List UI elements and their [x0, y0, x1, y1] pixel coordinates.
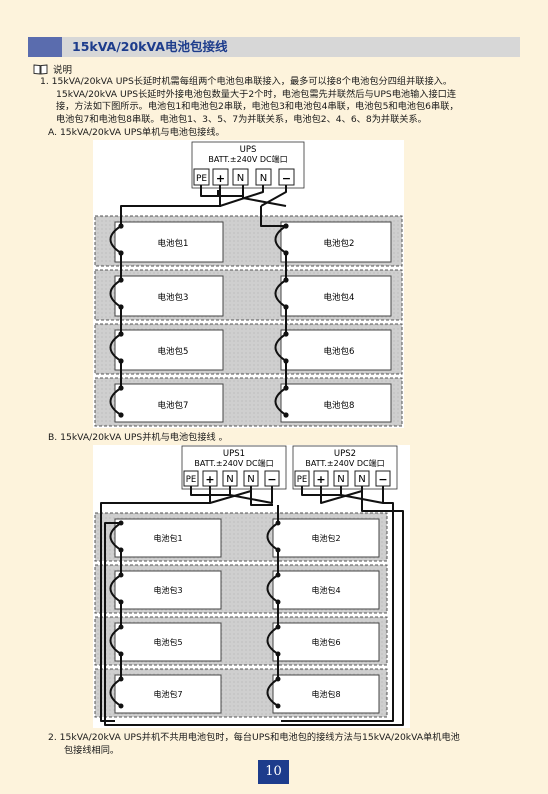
paragraph-1-line-2: 15kVA/20kVA UPS长延时外接电池包数量大于2个时，电池包需先并联然后…: [56, 88, 457, 100]
battery-packs: 电池包1 电池包2 电池包3 电池包4 电池包5 电池包6 电池包7 电池包8: [114, 518, 380, 714]
pack-5-label: 电池包5: [153, 637, 182, 647]
page-number: 10: [258, 760, 289, 784]
ups1-name: UPS1: [223, 449, 245, 459]
note-paragraph-2: 2. 15kVA/20kVA UPS并机不共用电池包时，每台UPS和电池包的接线…: [48, 732, 460, 757]
terminal-n2: N: [260, 173, 267, 184]
ups1-terminal-n2: N: [247, 474, 254, 485]
terminal-dots: [118, 223, 289, 418]
ups1-terminal-n1: N: [226, 474, 233, 485]
ups-name: UPS: [240, 145, 257, 155]
terminal-pe: PE: [196, 174, 207, 184]
figure-a-caption: A. 15kVA/20kVA UPS单机与电池包接线。: [48, 127, 225, 138]
battery-packs: 电池包1 电池包2 电池包3 电池包4 电池包5 电池包6 电池包7 电池包8: [114, 221, 392, 423]
ups1-terminal-positive: +: [205, 473, 214, 486]
note-paragraph-1: 1. 15kVA/20kVA UPS长延时机需每组两个电池包串联接入，最多可以接…: [40, 76, 459, 126]
pack-4-label: 电池包4: [311, 585, 340, 595]
ups2-terminal-positive: +: [316, 473, 325, 486]
note-label: 说明: [53, 65, 73, 76]
pack-3-label: 电池包3: [153, 585, 182, 595]
ups2-name: UPS2: [334, 449, 356, 459]
pack-1-label: 电池包1: [158, 238, 189, 249]
paragraph-2-line-1: 2. 15kVA/20kVA UPS并机不共用电池包时，每台UPS和电池包的接线…: [48, 732, 460, 743]
ups2-terminal-pe: PE: [297, 475, 308, 485]
section-header-tab: [28, 37, 62, 57]
note-heading: 说明: [33, 62, 72, 76]
terminal-positive: +: [216, 172, 225, 185]
diagram-single-ups: UPS BATT.±240V DC端口 PE + N N −: [93, 140, 404, 428]
section-title: 15kVA/20kVA电池包接线: [72, 39, 228, 54]
book-icon: [33, 64, 48, 74]
paragraph-1-line-1: 1. 15kVA/20kVA UPS长延时机需每组两个电池包串联接入，最多可以接…: [40, 76, 453, 87]
pack-5-label: 电池包5: [158, 346, 189, 357]
wiring: [100, 486, 404, 726]
ups1-port-label: BATT.±240V DC端口: [194, 458, 273, 468]
pack-4-label: 电池包4: [324, 292, 355, 303]
ups1-terminal-negative: −: [267, 473, 276, 486]
ups-port-label: BATT.±240V DC端口: [208, 154, 287, 164]
paragraph-2-line-2: 包接线相同。: [64, 744, 120, 756]
pack-8-label: 电池包8: [311, 689, 340, 699]
ups2-port-label: BATT.±240V DC端口: [305, 458, 384, 468]
section-header-bar: [28, 37, 520, 57]
diagram-parallel-ups: UPS1 BATT.±240V DC端口 PE + N N − UPS2 BAT…: [93, 445, 410, 728]
terminal-dots: [118, 520, 281, 709]
pack-7-label: 电池包7: [153, 689, 182, 699]
ups2-terminal-negative: −: [378, 473, 387, 486]
paragraph-1-line-4: 电池包7和电池包8串联。电池包1、3、5、7为并联关系，电池包2、4、6、8为并…: [56, 113, 427, 125]
ups-terminals: PE + N N −: [193, 168, 295, 186]
terminal-n1: N: [237, 173, 244, 184]
paragraph-1-line-3: 接，方法如下图所示。电池包1和电池包2串联，电池包3和电池包4串联，电池包5和电…: [56, 101, 459, 113]
ups1-terminal-pe: PE: [186, 475, 197, 485]
pack-6-label: 电池包6: [324, 346, 355, 357]
wiring: [109, 185, 287, 416]
pack-2-label: 电池包2: [311, 533, 340, 543]
ups2-terminal-n2: N: [358, 474, 365, 485]
figure-b-caption: B. 15kVA/20kVA UPS并机与电池包接线 。: [48, 432, 228, 443]
pack-8-label: 电池包8: [324, 400, 355, 411]
pack-1-label: 电池包1: [153, 533, 182, 543]
ups1-unit: UPS1 BATT.±240V DC端口 PE + N N −: [181, 445, 287, 490]
pack-6-label: 电池包6: [311, 637, 340, 647]
ups2-unit: UPS2 BATT.±240V DC端口 PE + N N −: [292, 445, 398, 490]
pack-3-label: 电池包3: [158, 292, 189, 303]
pack-7-label: 电池包7: [158, 400, 189, 411]
ups2-terminal-n1: N: [337, 474, 344, 485]
pack-2-label: 电池包2: [324, 238, 355, 249]
terminal-negative: −: [282, 172, 291, 185]
